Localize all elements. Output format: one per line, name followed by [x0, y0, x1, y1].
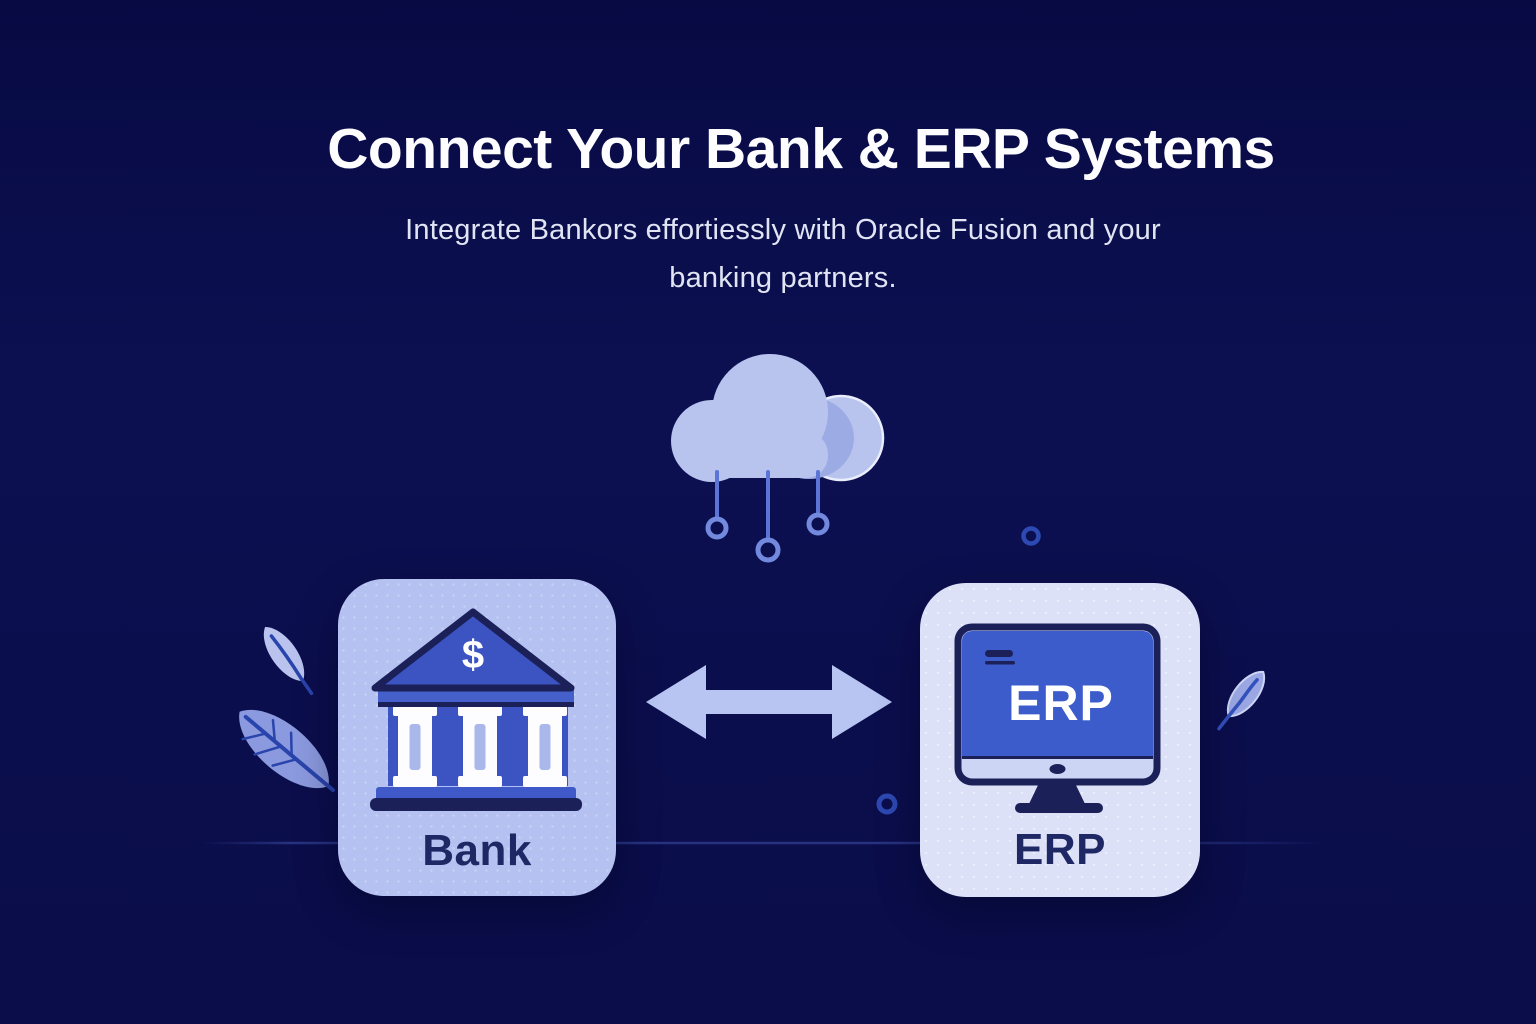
leaf-decoration-small-left	[263, 626, 314, 696]
bank-base	[370, 798, 582, 811]
bidirectional-arrow-icon	[646, 665, 892, 739]
monitor-screen	[962, 631, 1153, 759]
bank-pediment	[371, 608, 575, 692]
cloud-connector-lines	[705, 470, 830, 563]
bank-columns	[393, 705, 567, 787]
monitor-camera-dot	[1049, 764, 1066, 774]
leaf-decoration-large-left	[239, 710, 336, 793]
erp-monitor-icon: ERP	[954, 623, 1161, 813]
page-subtitle-line1: Integrate Bankors effortiessly with Orac…	[405, 214, 1161, 246]
circle-decoration-bottom	[876, 793, 898, 815]
cloud-icon	[671, 354, 885, 482]
circle-decoration-top	[1021, 526, 1041, 546]
screen-menu-lines	[985, 650, 1015, 665]
connector-ring-icon	[705, 516, 729, 540]
dollar-sign: $	[462, 633, 484, 677]
bank-step	[376, 787, 576, 801]
bank-card-label: Bank	[422, 826, 532, 875]
bank-entablature	[378, 688, 574, 704]
monitor-stand-base	[1015, 803, 1103, 813]
connector-ring-icon	[806, 512, 830, 536]
bank-card: $ Bank	[338, 579, 616, 896]
erp-card: ERP ERP	[920, 583, 1200, 897]
monitor-stand	[1028, 781, 1086, 806]
page-subtitle-line2: banking partners.	[669, 262, 897, 294]
page-subtitle: Integrate Bankors effortiessly with Orac…	[15, 206, 1536, 302]
page-title: Connect Your Bank & ERP Systems	[327, 117, 1275, 181]
erp-screen-text: ERP	[1008, 675, 1114, 731]
connector-ring-icon	[755, 537, 781, 563]
bank-building-icon: $	[370, 608, 582, 811]
erp-card-label: ERP	[1014, 825, 1106, 874]
leaf-decoration-right	[1217, 670, 1266, 731]
